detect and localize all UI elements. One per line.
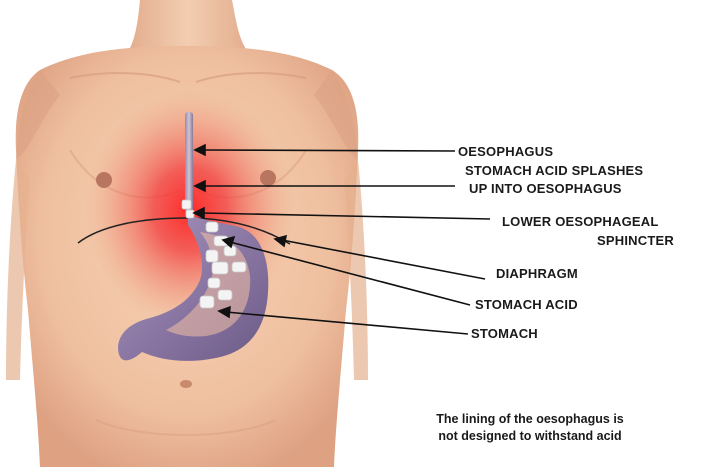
label-les-line2: SPHINCTER — [597, 232, 674, 249]
oesophagus-tube — [185, 112, 193, 212]
navel — [180, 380, 192, 388]
label-splash-line2: UP INTO OESOPHAGUS — [469, 180, 622, 197]
caption-line2: not designed to withstand acid — [398, 428, 662, 445]
caption-line1: The lining of the oesophagus is — [398, 411, 662, 428]
label-splash-line1: STOMACH ACID SPLASHES — [465, 162, 643, 179]
label-stomach: STOMACH — [471, 325, 538, 342]
nipple-right — [260, 170, 276, 186]
label-stomach-acid: STOMACH ACID — [475, 296, 578, 313]
label-les-line1: LOWER OESOPHAGEAL — [502, 213, 659, 230]
neck-shape — [128, 0, 248, 52]
label-oesophagus: OESOPHAGUS — [458, 143, 553, 160]
caption: The lining of the oesophagus is not desi… — [398, 411, 662, 445]
label-diaphragm: DIAPHRAGM — [496, 265, 578, 282]
nipple-left — [96, 172, 112, 188]
